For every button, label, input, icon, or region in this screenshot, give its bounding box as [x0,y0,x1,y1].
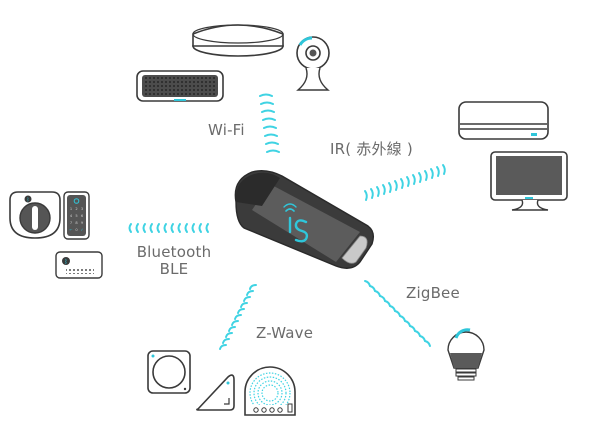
relay-module-icon [244,366,296,416]
wifi-signal-waves [259,93,280,153]
television-icon [490,151,568,211]
svg-text:ᛒ: ᛒ [26,197,29,203]
light-bulb-icon [447,328,485,381]
svg-text:2: 2 [75,207,77,211]
zwave-label: Z-Wave [256,324,314,342]
svg-text:←: ← [69,228,72,232]
bluetooth-label-line1: Bluetooth [136,243,212,261]
ir-label: IR( 赤外線 ) [330,140,413,158]
bluetooth-label-line2: BLE [159,260,189,278]
zigbee-signal-waves [364,280,431,347]
wall-switch-icon [147,350,191,394]
svg-text:7: 7 [70,221,72,225]
bluetooth-remote-icon: ᛒ [55,251,103,279]
svg-text:8: 8 [75,221,78,225]
bluetooth-signal-waves [128,223,209,233]
speaker-icon [136,70,224,102]
svg-text:0: 0 [75,228,78,232]
security-camera-icon [296,36,330,91]
svg-text:9: 9 [81,221,84,225]
zigbee-label: ZigBee [406,284,460,302]
corner-sensor-icon [196,374,235,411]
bluetooth-label: Bluetooth BLE [128,244,220,278]
hub-device-icon [234,169,375,269]
wifi-label: Wi-Fi [208,121,245,139]
svg-text:6: 6 [81,214,84,218]
ceiling-sensor-icon [192,24,284,57]
svg-text:✓: ✓ [80,228,83,232]
svg-text:4: 4 [70,214,73,218]
ir-signal-waves [364,164,446,201]
smart-lock-icon: ᛒ [9,191,61,239]
zwave-signal-waves [219,284,257,350]
air-conditioner-icon [458,101,549,140]
svg-text:5: 5 [75,214,77,218]
svg-text:ᛒ: ᛒ [64,259,68,266]
svg-text:3: 3 [81,207,83,211]
svg-text:1: 1 [70,207,72,211]
